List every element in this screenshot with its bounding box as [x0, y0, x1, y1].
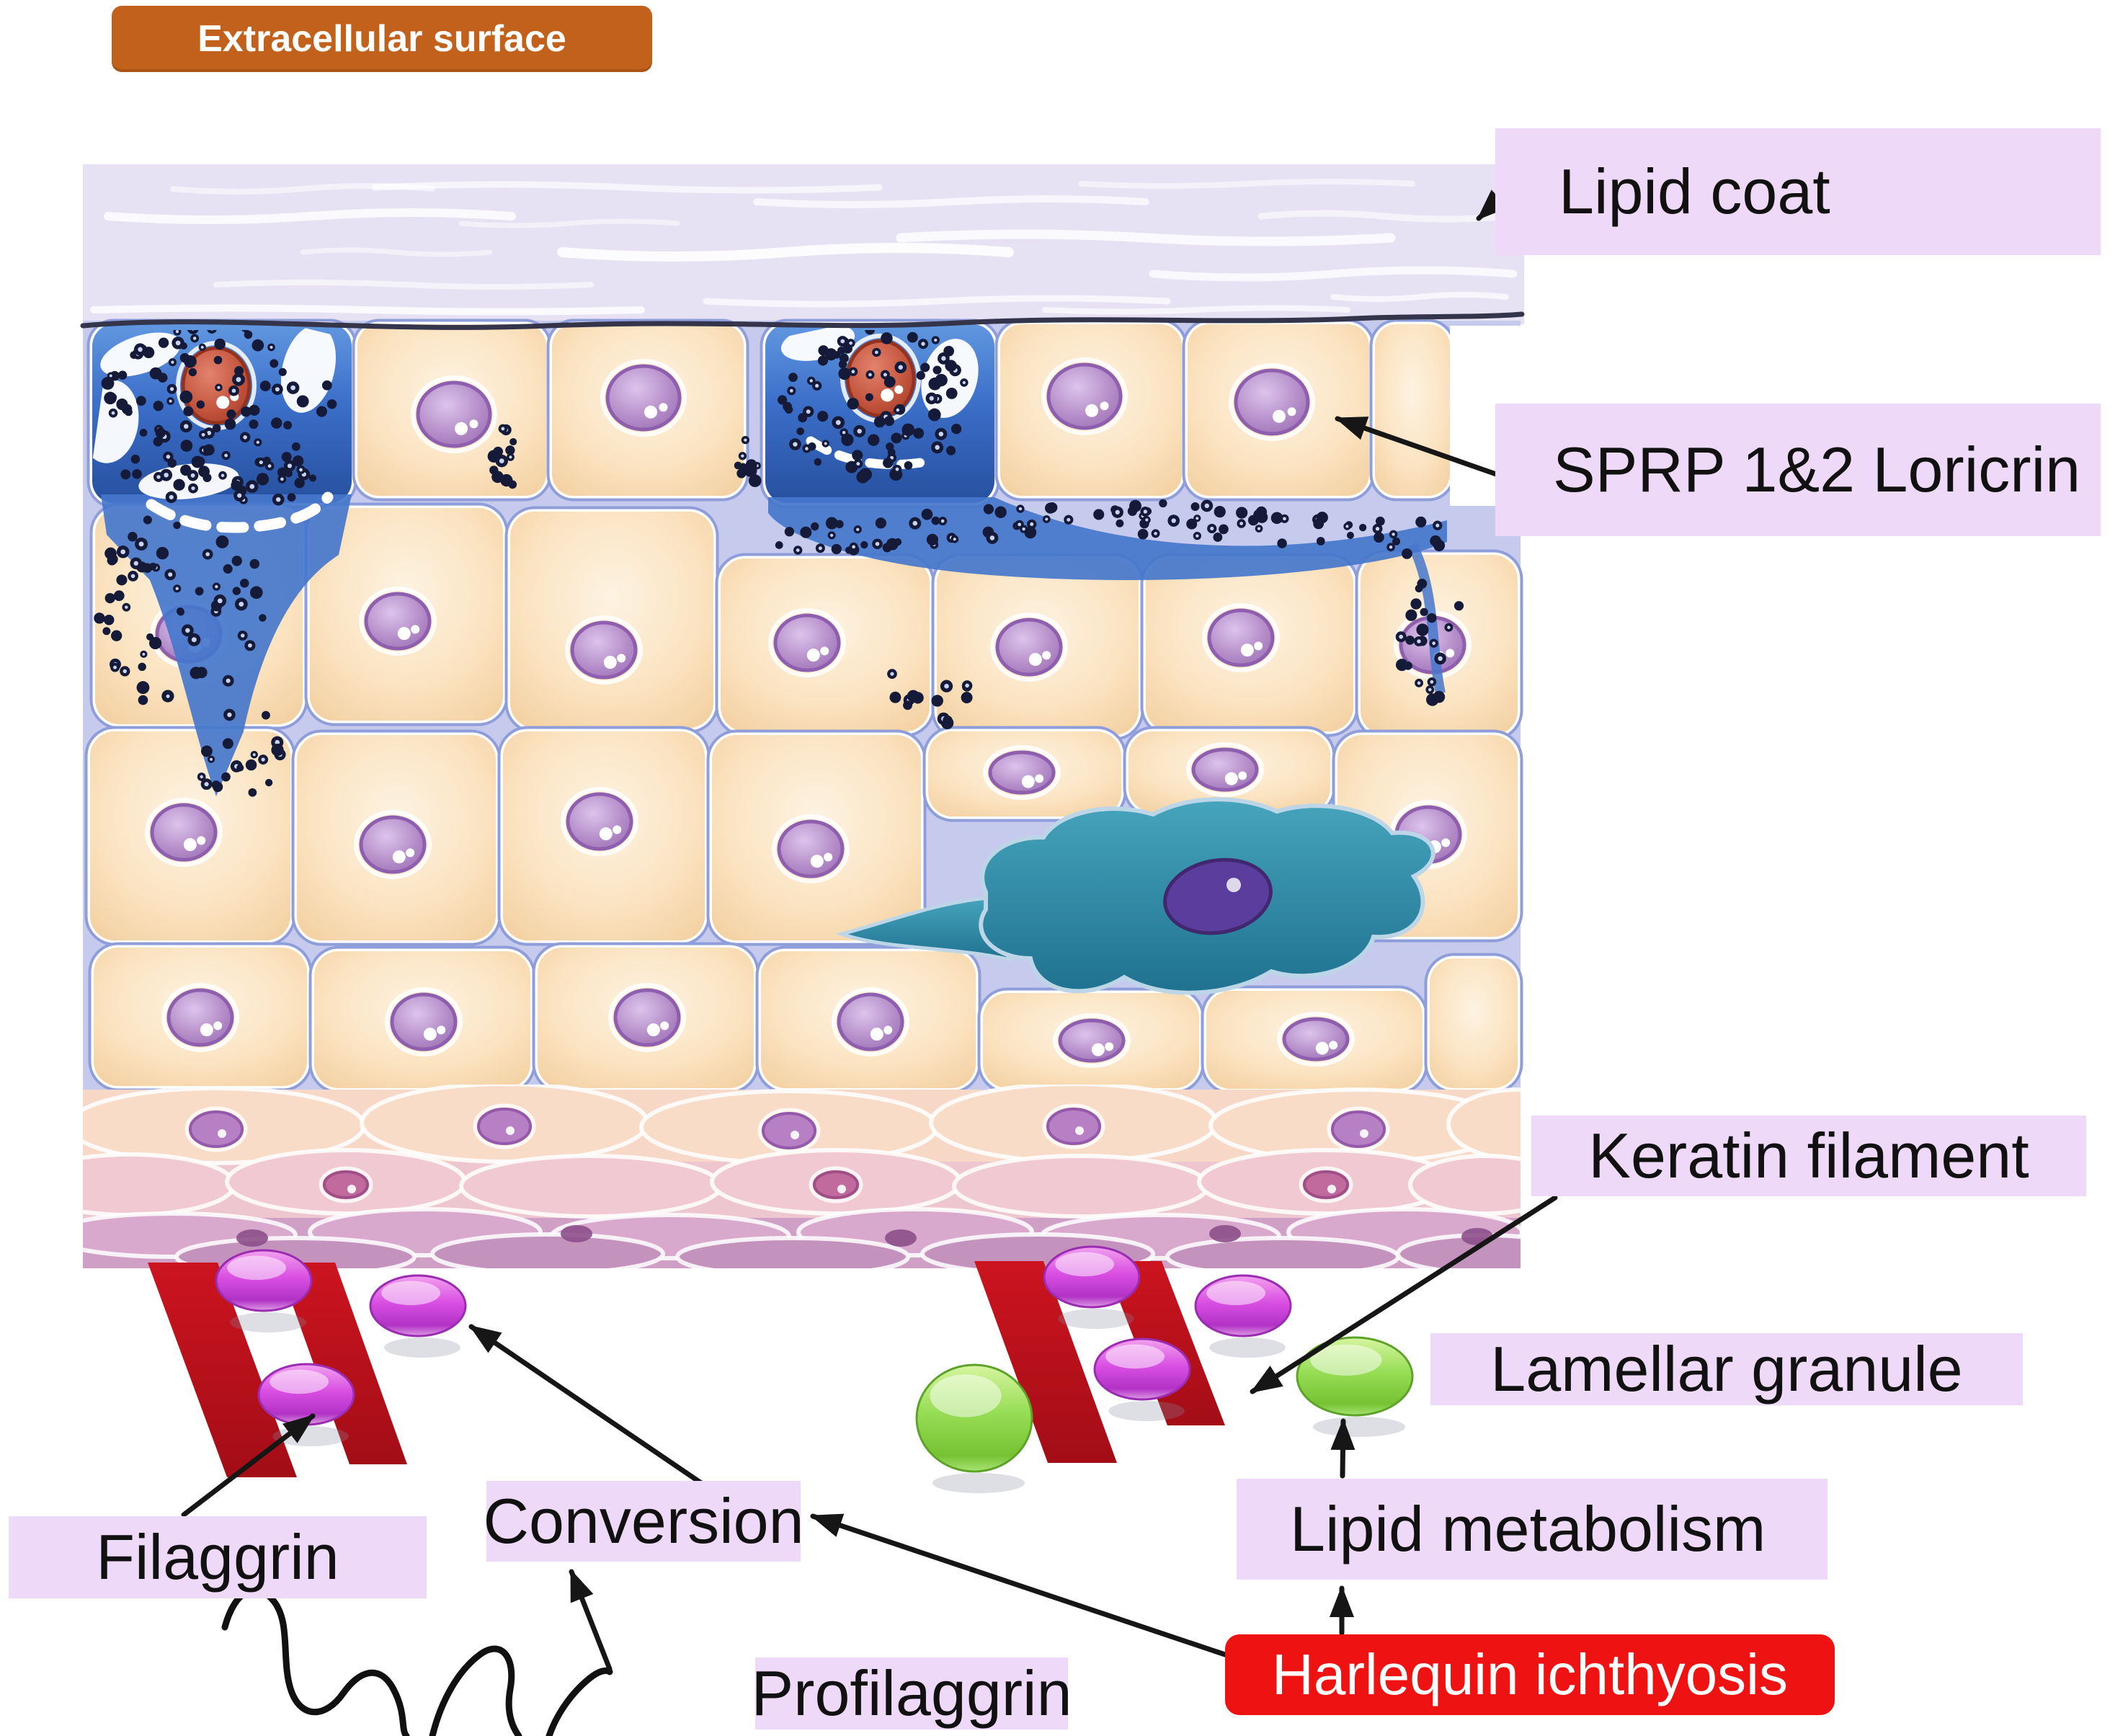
label-filaggrin: Filaggrin [9, 1516, 427, 1598]
keratin-filament-bar [277, 1263, 407, 1464]
cell-nucleus [1229, 363, 1315, 441]
cell-nucleus [411, 375, 497, 453]
arrow-harlequin-to-conversion [810, 1513, 1228, 1657]
keratin-and-granules [148, 1245, 1414, 1493]
filaggrin-granule [215, 1249, 313, 1332]
cell-nucleus [161, 983, 239, 1052]
lipid-coat-layer [83, 164, 1524, 324]
label-conversion: Conversion [483, 1481, 804, 1562]
label-harlequin-ichthyosis: Harlequin ichthyosis [1225, 1634, 1835, 1715]
cell-nucleus [1202, 603, 1280, 672]
cell-nucleus [832, 987, 909, 1056]
flattened-cell [459, 1154, 723, 1219]
cell-nucleus [600, 359, 687, 437]
arrow-sprp [1335, 416, 1503, 478]
keratinocyte-cell [1375, 324, 1450, 496]
cell-nucleus [1186, 742, 1264, 797]
label-lamellar-granule: Lamellar granule [1430, 1333, 2023, 1405]
stipple-dots [94, 330, 1464, 797]
label-lipid-metabolism: Lipid metabolism [1237, 1479, 1828, 1580]
filaggrin-granule [1043, 1245, 1141, 1329]
cornified-layers [83, 1085, 1521, 1268]
lamellar-granule [915, 1363, 1033, 1493]
cell-nucleus [385, 987, 463, 1056]
cell-nucleus [145, 798, 223, 867]
cell-nucleus [983, 745, 1061, 800]
cell-nucleus [772, 814, 850, 883]
lipid-streaks [90, 179, 1518, 316]
keratin-filament-bar [974, 1261, 1117, 1463]
extracellular-surface-banner: Extracellular surface [112, 6, 652, 72]
annotation-arrows [181, 175, 1558, 1672]
cell-nucleus [1053, 1013, 1131, 1068]
filaggrin-granule [1093, 1337, 1191, 1421]
arrow-keratin-filament [1250, 1195, 1558, 1394]
flattened-cell [675, 1236, 910, 1268]
filaggrin-granule [1194, 1274, 1292, 1358]
cell-nucleus [354, 810, 432, 879]
cell-nucleus [1041, 357, 1128, 435]
label-lipid-coat: Lipid coat [1495, 128, 2101, 255]
flattened-cell [83, 1152, 236, 1217]
flattened-cell [1165, 1236, 1400, 1268]
skin-surface-line [80, 311, 1525, 330]
cell-nucleus [565, 615, 643, 685]
filaggrin-granule [369, 1274, 467, 1358]
label-sprp-loricrin: SPRP 1&2 Loricrin [1495, 404, 2101, 536]
arrow-squiggle-to-conversion [569, 1569, 613, 1672]
arrow-filaggrin [181, 1413, 316, 1518]
cell-nucleus [768, 608, 846, 677]
keratinocyte-cell [1430, 958, 1518, 1088]
label-profilaggrin: Profilaggrin [751, 1657, 1072, 1730]
flattened-cell [430, 1232, 665, 1268]
keratin-filament-bar [148, 1263, 297, 1477]
cell-nucleus [1277, 1012, 1355, 1067]
cell-nucleus [561, 787, 638, 856]
label-keratin-filament: Keratin filament [1531, 1116, 2086, 1196]
cell-nucleus [608, 983, 686, 1052]
arrow-conversion-to-filaggrin [468, 1324, 711, 1490]
cell-nucleus [990, 613, 1068, 682]
flattened-cell [952, 1154, 1210, 1219]
teal-cell-nucleus [1163, 858, 1273, 935]
profilaggrin-squiggle [221, 1586, 613, 1736]
teal-dendritic-cell [835, 797, 1435, 995]
cell-nucleus [359, 587, 437, 656]
